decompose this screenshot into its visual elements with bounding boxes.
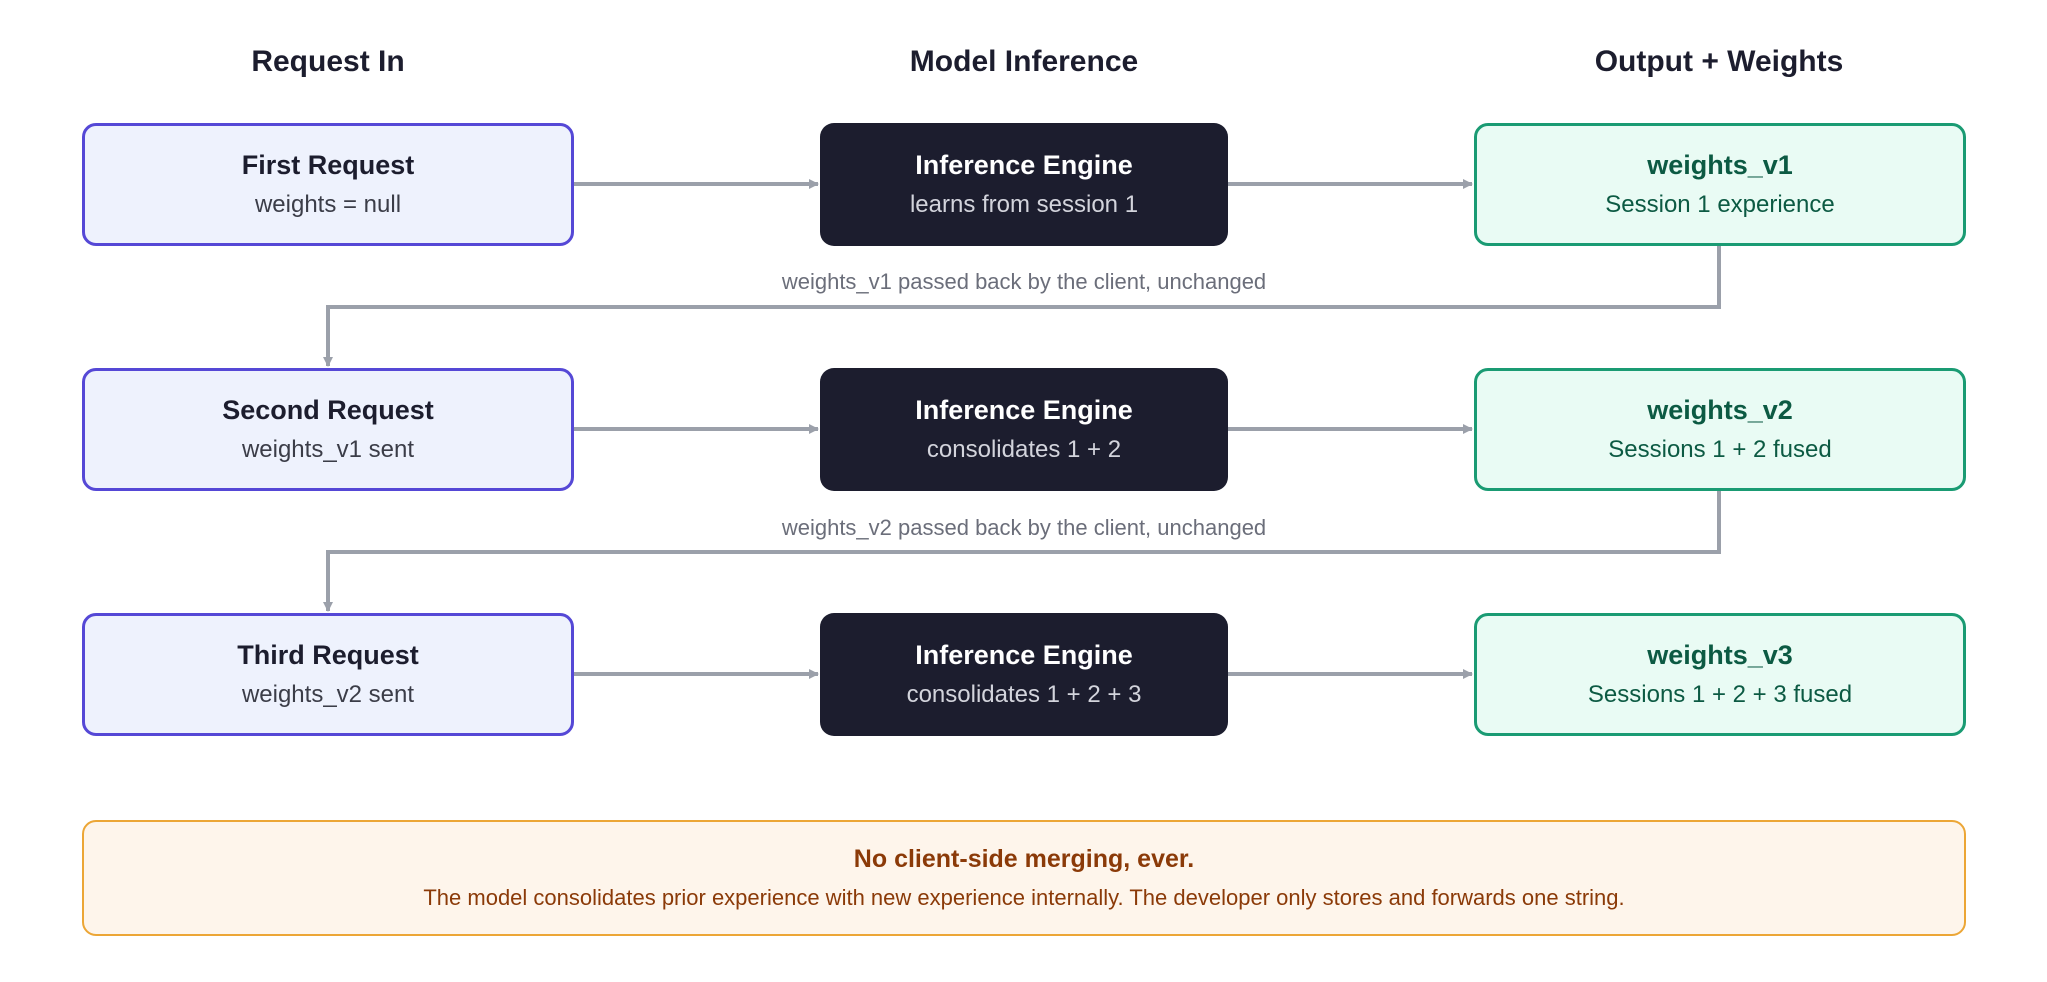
second-request-box: Second Request weights_v1 sent <box>82 368 574 491</box>
weights-v1-subtitle: Session 1 experience <box>1605 190 1835 218</box>
first-request-title: First Request <box>241 149 415 180</box>
column-header-model-inference: Model Inference <box>909 45 1139 78</box>
no-client-merging-note: No client-side merging, ever. The model … <box>82 820 1966 936</box>
weights-v1-box: weights_v1 Session 1 experience <box>1474 123 1966 246</box>
first-request-box: First Request weights = null <box>82 123 574 246</box>
inference-engine-2-subtitle: consolidates 1 + 2 <box>926 435 1122 463</box>
third-request-box: Third Request weights_v2 sent <box>82 613 574 736</box>
inference-engine-1-subtitle: learns from session 1 <box>909 190 1139 218</box>
weights-v2-title: weights_v2 <box>1647 394 1793 425</box>
note-body: The model consolidates prior experience … <box>423 885 1625 910</box>
weights-v3-box: weights_v3 Sessions 1 + 2 + 3 fused <box>1474 613 1966 736</box>
weights-v2-subtitle: Sessions 1 + 2 fused <box>1608 435 1832 463</box>
second-request-title: Second Request <box>222 394 434 425</box>
note-title: No client-side merging, ever. <box>853 845 1195 873</box>
inference-engine-1-title: Inference Engine <box>915 149 1133 180</box>
second-request-subtitle: weights_v1 sent <box>241 435 415 463</box>
return-arrow-weights-v2 <box>323 491 1721 612</box>
third-request-title: Third Request <box>237 639 419 670</box>
inference-engine-1-box: Inference Engine learns from session 1 <box>820 123 1228 246</box>
weights-v2-box: weights_v2 Sessions 1 + 2 fused <box>1474 368 1966 491</box>
weights-v3-title: weights_v3 <box>1647 639 1793 670</box>
column-header-output-weights: Output + Weights <box>1594 45 1844 78</box>
inference-engine-3-box: Inference Engine consolidates 1 + 2 + 3 <box>820 613 1228 736</box>
return-label-weights-v1: weights_v1 passed back by the client, un… <box>781 269 1267 294</box>
return-arrow-weights-v1 <box>323 246 1721 367</box>
inference-engine-2-title: Inference Engine <box>915 394 1133 425</box>
return-label-weights-v2: weights_v2 passed back by the client, un… <box>781 515 1267 540</box>
first-request-subtitle: weights = null <box>254 190 402 218</box>
inference-engine-3-title: Inference Engine <box>915 639 1133 670</box>
weights-v1-title: weights_v1 <box>1647 149 1793 180</box>
inference-engine-3-subtitle: consolidates 1 + 2 + 3 <box>906 680 1142 708</box>
column-header-request-in: Request In <box>251 45 405 78</box>
inference-engine-2-box: Inference Engine consolidates 1 + 2 <box>820 368 1228 491</box>
third-request-subtitle: weights_v2 sent <box>241 680 415 708</box>
weights-v3-subtitle: Sessions 1 + 2 + 3 fused <box>1587 680 1853 708</box>
